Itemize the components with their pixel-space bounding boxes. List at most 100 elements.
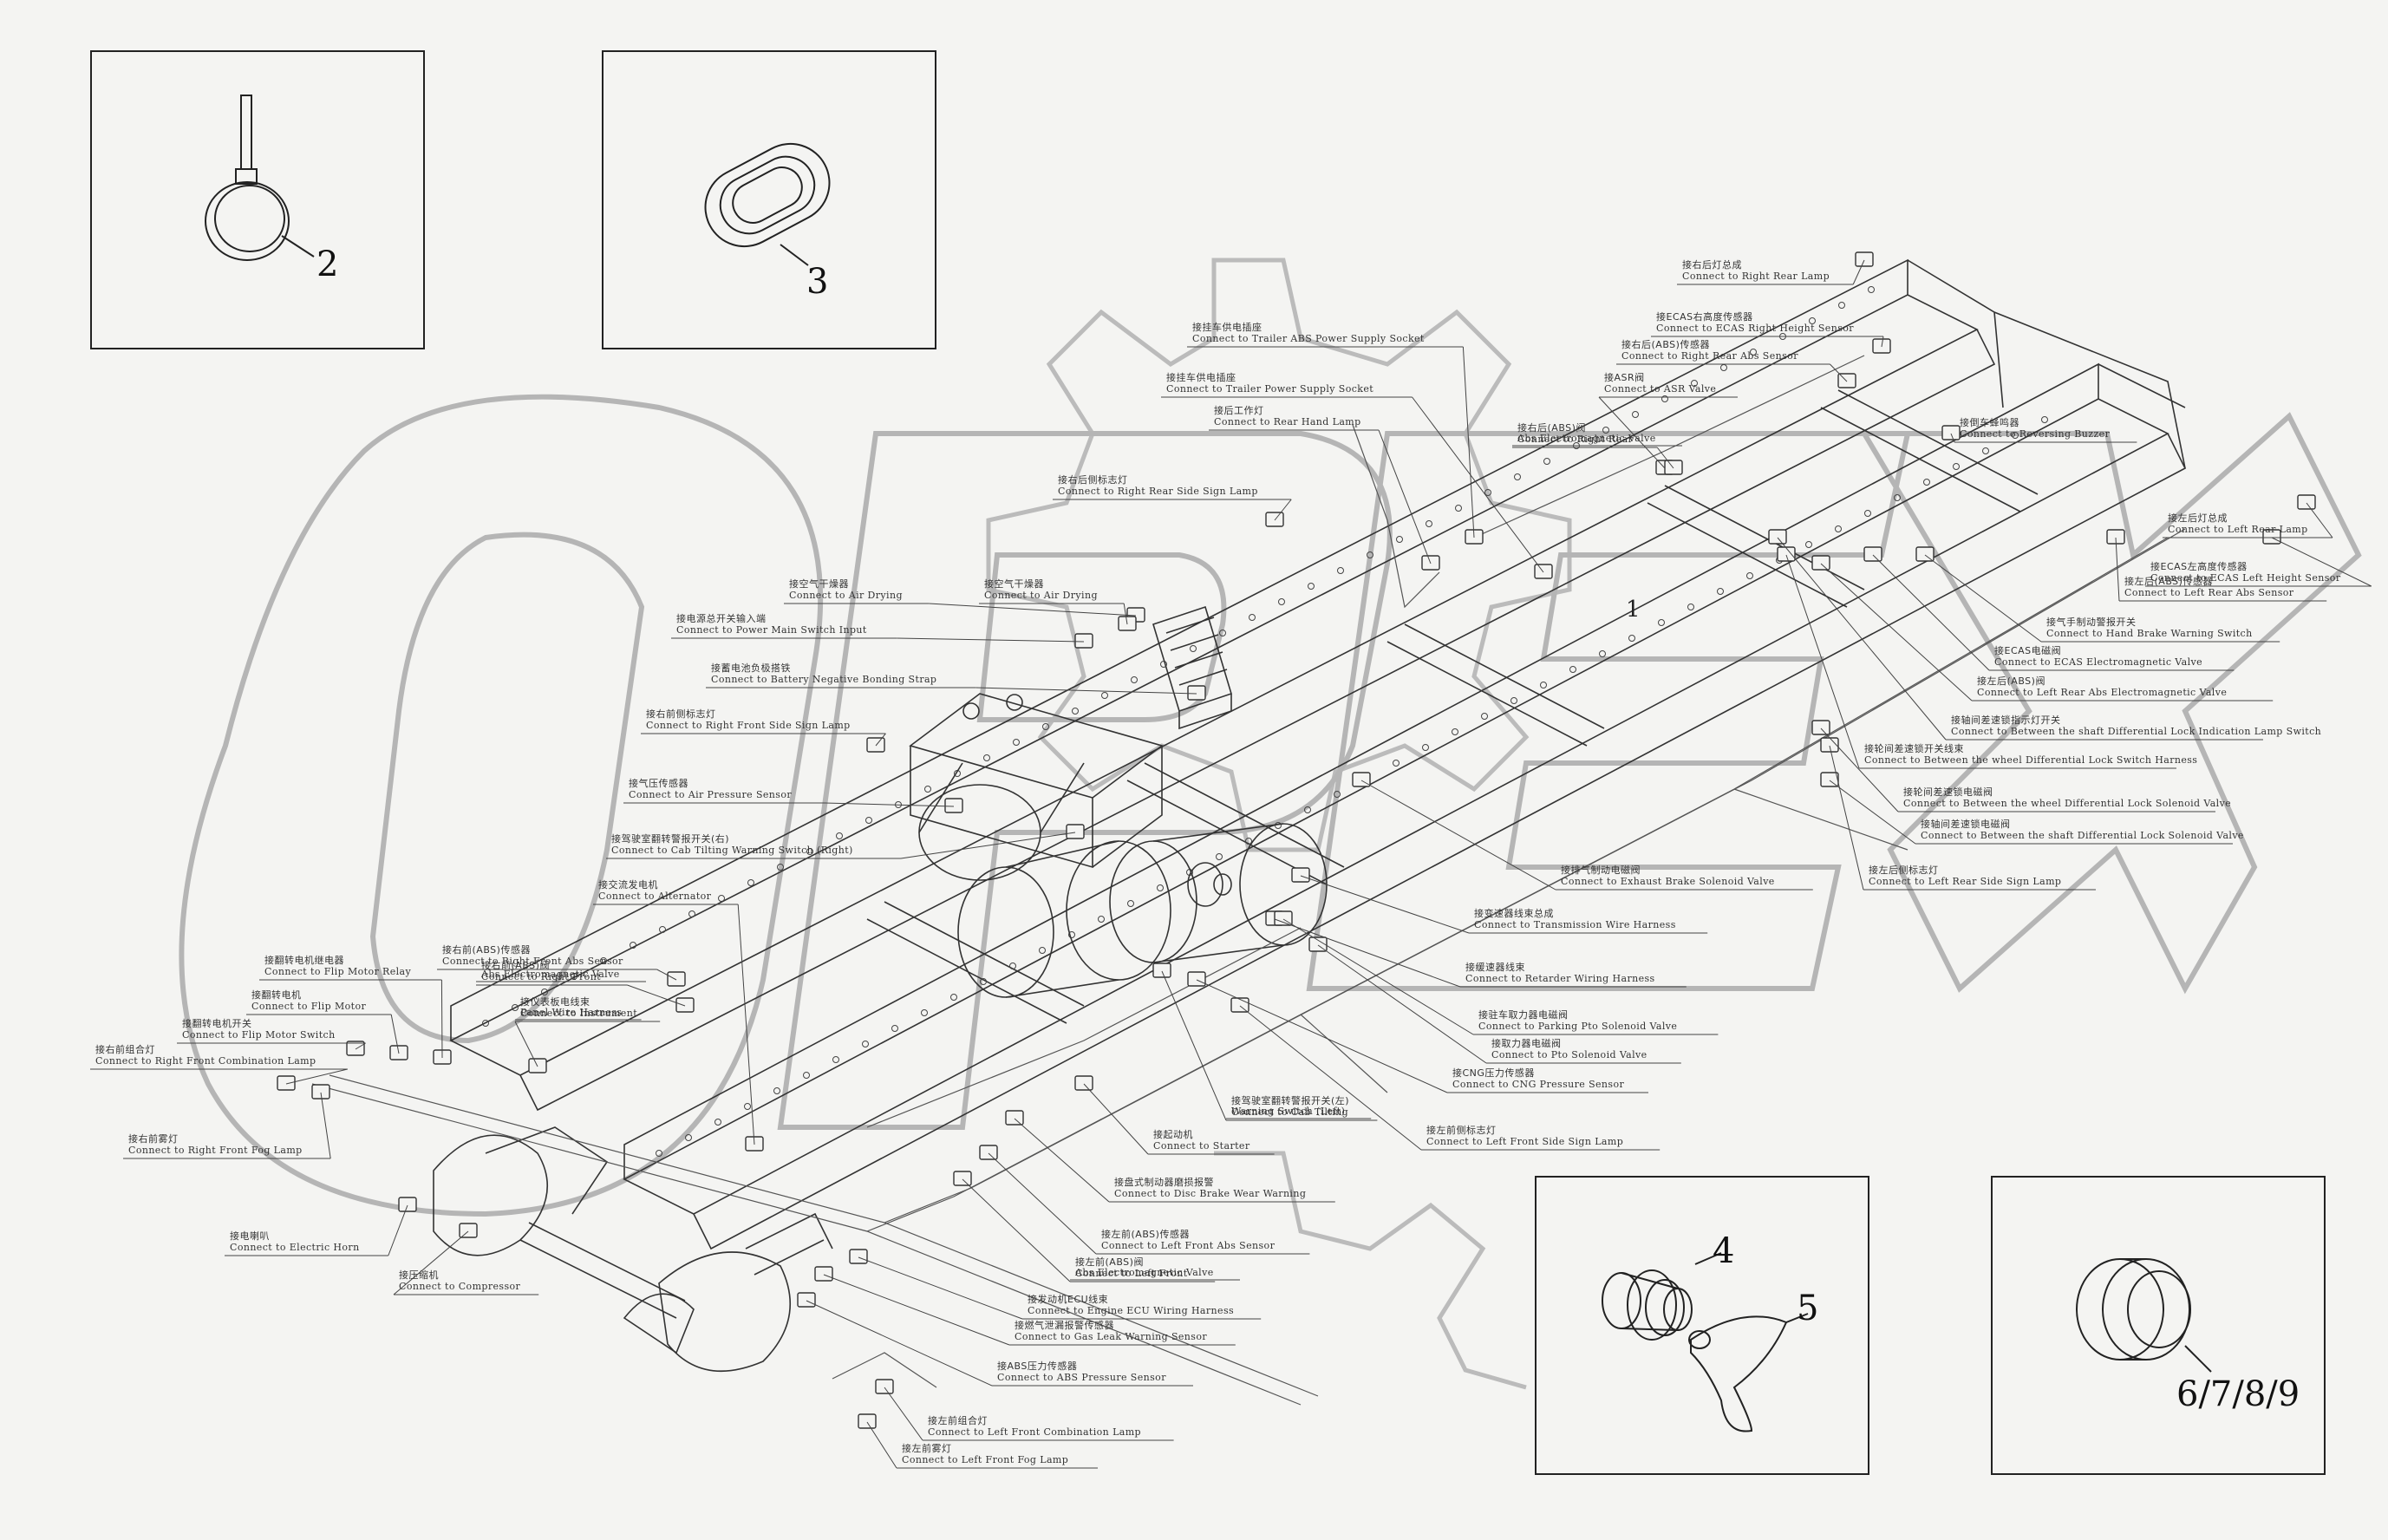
connector-box (1820, 772, 1839, 787)
label-english: Connect to Right Rear (1517, 433, 1634, 445)
label-english: Connect to Between the shaft Differentia… (1921, 829, 2244, 841)
rail-hole (1750, 349, 1757, 356)
leader-line (737, 904, 755, 1145)
connector-box (1777, 546, 1796, 562)
label-chinese: 接翻转电机 (251, 989, 302, 1001)
label-english: Connect to ECAS Left Height Sensor (2150, 571, 2341, 584)
leader-line (1777, 537, 1947, 741)
leader-line (1412, 396, 1544, 573)
connector-box (1265, 512, 1284, 527)
connector-box (1187, 971, 1206, 987)
leader-line (929, 603, 1137, 617)
label-chinese: 接后工作灯 (1214, 405, 1264, 416)
connector-box (2297, 494, 2316, 510)
rail-hole (1481, 713, 1488, 720)
rail-hole (1569, 666, 1576, 673)
label-chinese: 接ECAS左高度传感器 (2150, 561, 2248, 572)
rail-hole (1304, 806, 1311, 813)
label-chinese: 接倒车蜂鸣器 (1960, 417, 2019, 428)
connector-box (675, 997, 695, 1013)
rail-hole (1691, 380, 1698, 387)
connector-box (459, 1223, 478, 1238)
leader-line (320, 1092, 331, 1159)
label-english: Connect to Cab Tilting Warning Switch (R… (611, 844, 853, 856)
rail-hole (832, 1056, 839, 1063)
rail-hole (1367, 551, 1373, 558)
label-english: Connect to Left Front (1075, 1267, 1188, 1279)
rail-hole (1157, 884, 1164, 891)
connector-box (1352, 772, 1371, 787)
leader-line (440, 979, 443, 1059)
label-english: Abs Electromagnetic Valve (1075, 1267, 1214, 1278)
rail-hole (1540, 682, 1547, 688)
connector-box (858, 1413, 877, 1429)
rail-hole (1510, 697, 1517, 704)
inset-box-part-6-9 (1991, 1176, 2326, 1475)
part-number-4: 4 (1713, 1231, 1735, 1271)
label-chinese: 接右后灯总成 (1682, 259, 1742, 271)
connector-box (944, 798, 963, 813)
rail-hole (806, 848, 813, 855)
label-english: Connect to Pto Solenoid Valve (1491, 1048, 1647, 1060)
leader-line (2306, 502, 2333, 538)
connection-label: Abs Electromagnetic Valve (1517, 433, 1656, 445)
rail-hole (656, 1150, 662, 1157)
leader-line (1196, 979, 1448, 1093)
label-chinese: 接左后灯总成 (2168, 512, 2228, 524)
rail-hole (1838, 302, 1845, 309)
rail-hole (1009, 962, 1016, 969)
connector-box (814, 1266, 833, 1282)
rail-hole (747, 879, 754, 886)
air-tanks (918, 762, 1328, 998)
rail-hole (1717, 588, 1724, 595)
connector-box (875, 1379, 894, 1394)
leader-line (2271, 537, 2372, 587)
label-english: Connect to ASR Valve (1604, 382, 1717, 395)
connector-box (1066, 824, 1085, 839)
label-english: Connect to Air Drying (789, 589, 903, 601)
leader-line (1924, 554, 2042, 643)
connector-box (1811, 555, 1830, 571)
leader-line (1083, 1083, 1149, 1155)
label-english: Connect to Between the shaft Differentia… (1951, 725, 2322, 737)
connector-box (1074, 1075, 1093, 1091)
rail-hole (1042, 723, 1049, 730)
label-chinese: 接气压传感器 (629, 778, 688, 789)
rail-hole (718, 895, 725, 902)
label-chinese: 接缓速器线束 (1465, 962, 1525, 973)
rail-hole (2012, 432, 2019, 439)
leader-line (1656, 447, 1674, 469)
rail-hole (1599, 650, 1606, 657)
label-chinese: 接空气干燥器 (984, 578, 1044, 590)
rail-hole (1131, 676, 1138, 683)
rail-hole (1101, 692, 1108, 699)
label-chinese: 接气手制动警报开关 (2046, 617, 2137, 628)
rail-hole (1068, 931, 1075, 938)
part-number-3: 3 (806, 262, 829, 302)
rail-hole (1455, 505, 1462, 512)
label-english: Connect to Flip Motor (251, 1000, 367, 1012)
leader-line (1950, 433, 1955, 443)
label-english: Connect to Left Front Fog Lamp (902, 1453, 1069, 1465)
rail-hole (1658, 619, 1665, 626)
rail-hole (1278, 598, 1285, 605)
leader-line (1161, 970, 1227, 1121)
wiring-harness (311, 355, 2186, 1406)
label-chinese: 接蓄电池负极搭铁 (711, 662, 791, 674)
leader-line (1360, 780, 1556, 891)
